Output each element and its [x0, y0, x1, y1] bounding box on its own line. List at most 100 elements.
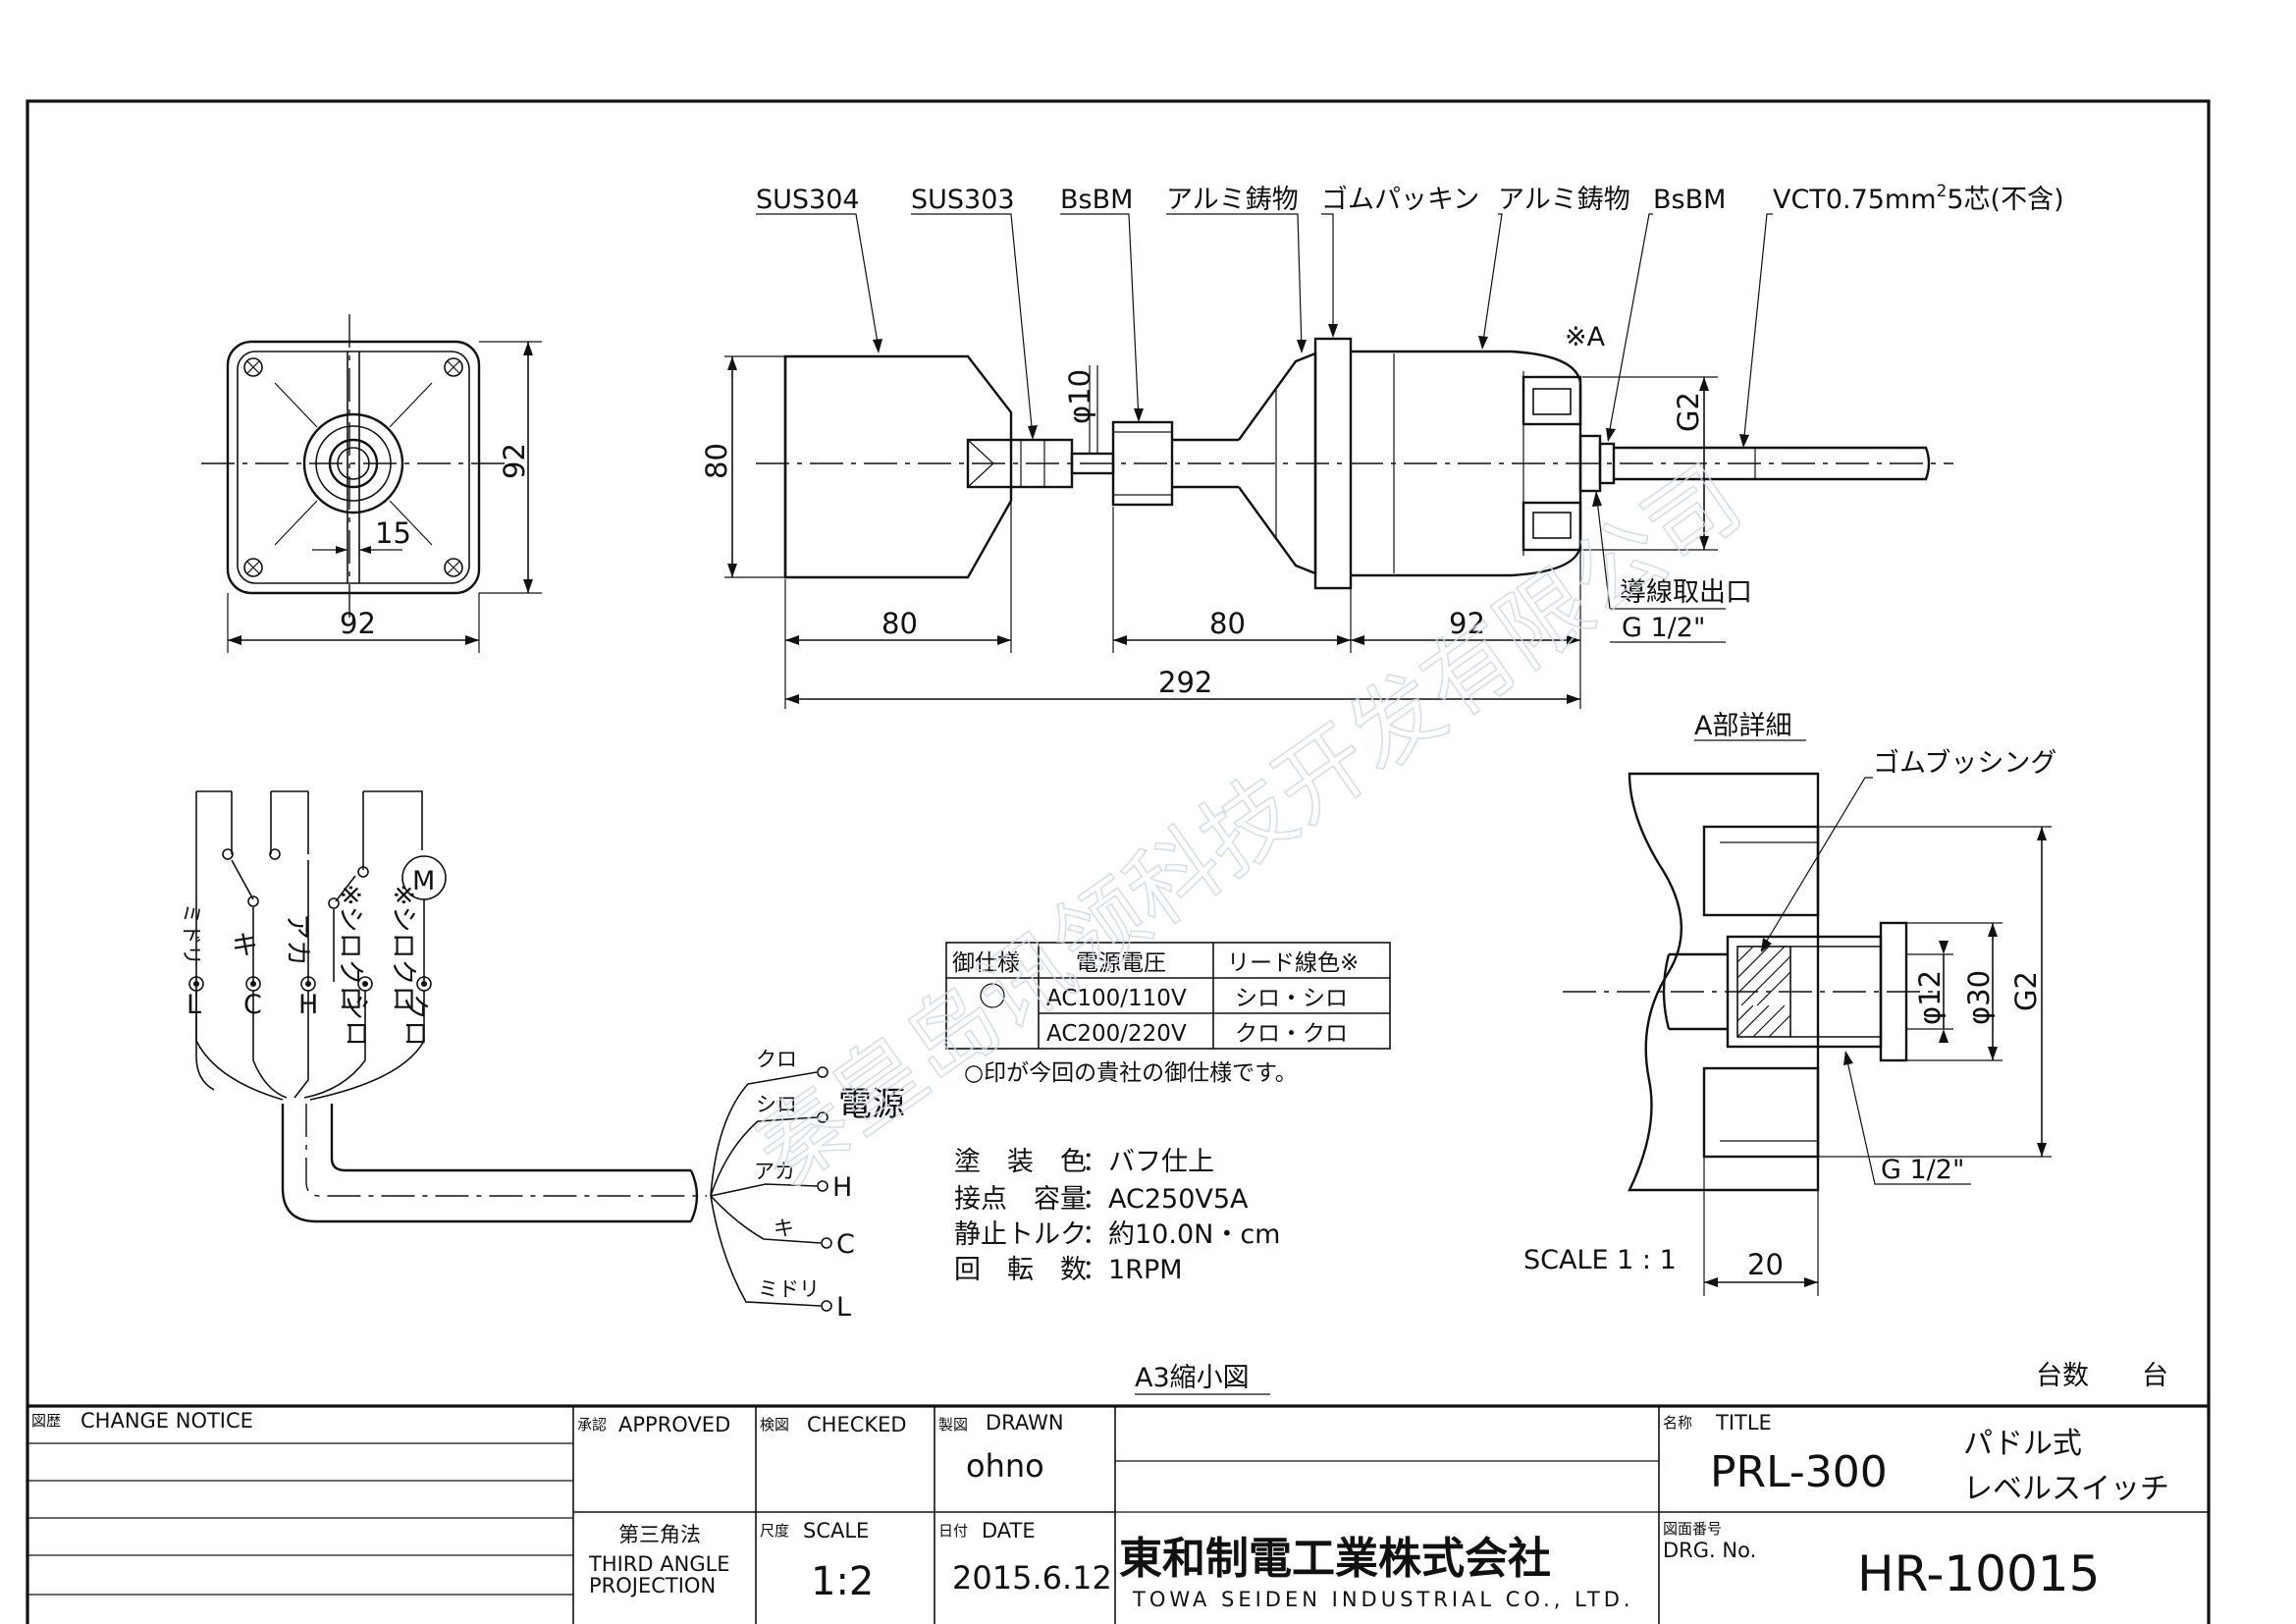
lead-label-2: シロ	[756, 1093, 797, 1116]
terminal-label-4: ※シロクロ	[335, 884, 365, 1012]
power-label: 電源	[838, 1085, 905, 1124]
approved-label: APPROVED	[618, 1413, 730, 1436]
lead-label-3: アカ	[754, 1160, 795, 1183]
lead-label-4: キ	[774, 1217, 794, 1240]
spec-rpm-value: ：1RPM	[1082, 1255, 1183, 1285]
title-label: TITLE	[1715, 1411, 1772, 1435]
spec-contact-value: ：AC250V5A	[1082, 1184, 1249, 1215]
detail-d12-dim: φ12	[1913, 970, 1947, 1025]
checked-label: CHECKED	[807, 1413, 907, 1436]
material-sus304: SUS304	[756, 185, 860, 215]
g-half-label: G 1/2"	[1622, 613, 1705, 643]
g2-side-dim: G2	[1672, 392, 1705, 432]
rubber-bushing-label: ゴムブッシング	[1873, 748, 2056, 779]
terminal-label-2: キ	[232, 931, 258, 961]
shaft-length-dim: 80	[1209, 607, 1246, 640]
title-block: 図歴 CHANGE NOTICE 承認 APPROVED 検図 CHECKED …	[27, 1404, 2209, 1624]
terminal-label-3: アカ	[282, 913, 312, 966]
shaft-dia-dim: φ10	[1063, 369, 1096, 424]
terminal-code-5: クロ	[400, 994, 430, 1047]
quantity-label: 台数 台	[2036, 1361, 2168, 1391]
total-length-dim: 292	[1158, 666, 1212, 699]
material-bsbm-1: BsBM	[1060, 185, 1133, 215]
drawing-frame	[26, 99, 2211, 1624]
projection-line2: PROJECTION	[589, 1574, 716, 1597]
slot-width-dim: 15	[375, 516, 411, 550]
date-jp: 日付	[938, 1522, 968, 1540]
mark-a: ※A	[1565, 322, 1606, 352]
spec-torque-label: 静止トルク	[954, 1219, 1087, 1250]
date-label: DATE	[982, 1519, 1036, 1543]
scale-label: SCALE	[803, 1519, 869, 1543]
scale-value: 1:2	[811, 1559, 874, 1604]
detail-g2-dim: G2	[2009, 971, 2043, 1011]
spec-header-1: 御仕様	[952, 950, 1020, 976]
date-value: 2015.6.12	[952, 1559, 1112, 1597]
material-bsbm-2: BsBM	[1653, 185, 1726, 215]
change-notice-jp: 図歴	[31, 1412, 61, 1430]
detail-width-dim: 20	[1747, 1248, 1784, 1281]
terminal-label-1: ミドリ	[180, 903, 203, 965]
watermark: 秦皇岛讯领科技开发有限公司	[737, 446, 1759, 1206]
product-name-2: レベルスイッチ	[1963, 1472, 2169, 1506]
detail-a-title: A部詳細	[1694, 711, 1791, 741]
detail-a-view: A部詳細 ゴムブッシング φ12 φ30	[1523, 711, 2056, 1296]
checked-jp: 検図	[760, 1416, 789, 1434]
lead-end-3: H	[832, 1172, 852, 1203]
drg-label: DRG. No.	[1663, 1539, 1756, 1562]
spec-list: 塗 装 色 ：バフ仕上 接点 容量 ：AC250V5A 静止トルク ：約10.0…	[954, 1147, 1280, 1285]
paddle-height-dim: 80	[700, 443, 733, 479]
drawn-by: ohno	[966, 1447, 1044, 1485]
company-name-en: TOWA SEIDEN INDUSTRIAL CO., LTD.	[1132, 1588, 1634, 1611]
lead-label-5: ミドリ	[758, 1277, 820, 1301]
detail-g-half-label: G 1/2"	[1881, 1155, 1964, 1185]
terminal-code-4: シロ	[341, 994, 371, 1047]
material-cable: VCT0.75mm25芯(不含)	[1773, 182, 2064, 215]
product-name-1: パドル式	[1963, 1427, 2082, 1461]
drawn-label: DRAWN	[986, 1411, 1064, 1435]
wiring-diagram: M ミドリ キ アカ ※シロクロ ※シロクロ L C H シロ クロ	[180, 790, 905, 1323]
spec-header-2: 電源電圧	[1076, 950, 1166, 976]
spec-table: 御仕様 電源電圧 リード線色※ AC100/110V シロ・シロ AC200/2…	[945, 942, 1391, 1086]
spec-torque-value: ：約10.0N・cm	[1082, 1219, 1280, 1250]
front-width-dim: 92	[340, 607, 376, 640]
spec-note: ○印が今回の貴社の御仕様です。	[964, 1060, 1298, 1086]
model-name: PRL-300	[1710, 1447, 1888, 1497]
spec-row1-color: シロ・シロ	[1235, 986, 1348, 1011]
material-alumi-cast-1: アルミ鋳物	[1166, 185, 1299, 215]
front-height-dim: 92	[498, 443, 531, 479]
side-view: 80 φ10 G2 ※A 80 80 92 292 導線取出口 G 1/2" S…	[700, 182, 2064, 709]
front-view: 92 92 15	[201, 314, 542, 653]
housing-length-dim: 92	[1449, 607, 1485, 640]
spec-finish-label: 塗 装 色	[954, 1147, 1087, 1177]
drawn-jp: 製図	[938, 1416, 968, 1434]
paddle-length-dim: 80	[881, 607, 918, 640]
detail-scale: SCALE 1 : 1	[1523, 1245, 1677, 1275]
material-rubber-packing: ゴムパッキン	[1321, 185, 1479, 215]
projection-line1: THIRD ANGLE	[588, 1552, 730, 1576]
spec-row1-voltage: AC100/110V	[1046, 986, 1187, 1011]
reduced-note: A3縮小図	[1135, 1363, 1250, 1393]
title-jp: 名称	[1663, 1414, 1692, 1432]
detail-d30-dim: φ30	[1962, 970, 1996, 1025]
spec-contact-label: 接点 容量	[954, 1184, 1087, 1215]
motor-symbol: M	[412, 866, 435, 896]
spec-row2-voltage: AC200/220V	[1046, 1021, 1187, 1047]
terminal-code-1: L	[187, 990, 201, 1020]
material-sus303: SUS303	[911, 185, 1015, 215]
lead-end-5: L	[836, 1292, 851, 1323]
spec-finish-value: ：バフ仕上	[1082, 1147, 1214, 1177]
spec-rpm-label: 回 転 数	[954, 1255, 1087, 1285]
scale-jp: 尺度	[760, 1522, 789, 1540]
approved-jp: 承認	[577, 1416, 607, 1434]
bushing-hatch	[1736, 946, 1791, 1038]
drawing-number: HR-10015	[1857, 1545, 2100, 1602]
spec-row2-color: クロ・クロ	[1235, 1021, 1348, 1047]
change-notice-label: CHANGE NOTICE	[80, 1409, 253, 1433]
material-alumi-cast-2: アルミ鋳物	[1498, 185, 1630, 215]
company-name-jp: 東和制電工業株式会社	[1119, 1534, 1551, 1584]
lead-label-1: クロ	[756, 1048, 797, 1071]
lead-end-4: C	[836, 1229, 855, 1260]
projection-jp: 第三角法	[618, 1523, 701, 1546]
